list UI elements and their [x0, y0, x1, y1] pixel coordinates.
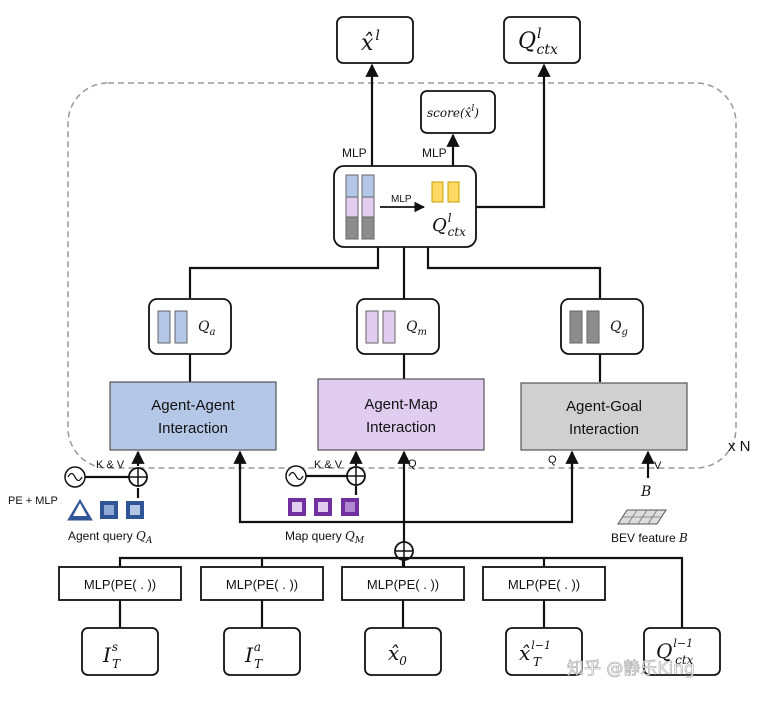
mlp-pe-box-1: MLP(PE( . )) [58, 566, 182, 601]
map-kv-input: K & V [285, 450, 366, 495]
input-box-x0: x̂0 [364, 627, 442, 676]
svg-text:Agent-Map: Agent-Map [364, 396, 437, 413]
agent-query-label: Agent query QA [68, 529, 153, 546]
bottom-sum-node [394, 541, 414, 561]
svg-text:x̂l: x̂l [361, 28, 380, 56]
watermark-text: 知乎 @静乐King [567, 659, 695, 679]
branch-line-qa [188, 247, 380, 298]
mlp-label-right: MLP [422, 146, 447, 160]
svg-text:MLP(PE( . )): MLP(PE( . )) [84, 577, 156, 592]
agent-q-bus-line [238, 452, 574, 524]
svg-text:x̂l−1T: x̂l−1T [519, 639, 551, 669]
query-box-qg: Qg [560, 298, 644, 355]
agent-query-symbols [67, 499, 144, 521]
arrow-to-q-ctx [476, 63, 551, 209]
svg-text:K & V: K & V [314, 459, 343, 471]
svg-text:Interaction: Interaction [569, 421, 639, 438]
mlp-pe-box-4: MLP(PE( . )) [482, 566, 606, 601]
svg-text:Interaction: Interaction [366, 419, 436, 436]
pe-mlp-label: PE + MLP [8, 495, 58, 507]
svg-text:K & V: K & V [96, 459, 125, 471]
bev-feature-label: BEV feature B [611, 531, 688, 545]
query-box-qm: Qm [356, 298, 440, 355]
b-variable: B [640, 484, 651, 500]
v-label-goal: V [654, 460, 662, 472]
q-label-goal: Q [548, 454, 557, 466]
repeat-block-border [67, 82, 737, 469]
svg-text:Qg: Qg [610, 319, 628, 338]
mlp-pe-box-2: MLP(PE( . )) [200, 566, 324, 601]
score-box: score(x̂l) [420, 90, 496, 134]
q-label-map: Q [408, 458, 417, 470]
branch-line-qg [426, 247, 602, 298]
bev-grid-icon [617, 509, 667, 525]
agent-agent-interaction-box: Agent-Agent Interaction [109, 381, 277, 451]
svg-text:Agent-Goal: Agent-Goal [566, 398, 642, 415]
svg-text:MLP(PE( . )): MLP(PE( . )) [367, 577, 439, 592]
mlp-label-center: MLP [391, 194, 412, 205]
map-query-label: Map query QM [285, 529, 365, 546]
agent-goal-interaction-box: Agent-Goal Interaction [520, 382, 688, 451]
svg-text:MLP(PE( . )): MLP(PE( . )) [508, 577, 580, 592]
svg-text:Qm: Qm [406, 319, 427, 338]
query-box-qa: Qa [148, 298, 232, 355]
agent-kv-input: K & V PE + MLP [8, 450, 148, 507]
mlp-label-left: MLP [342, 146, 367, 160]
svg-text:x̂0: x̂0 [388, 641, 407, 668]
agent-map-interaction-box: Agent-Map Interaction [317, 378, 485, 451]
svg-text:score(x̂l): score(x̂l) [427, 104, 479, 120]
svg-text:IsT: IsT [102, 640, 121, 671]
output-x-hat-box: x̂l [336, 16, 414, 64]
svg-text:MLP(PE( . )): MLP(PE( . )) [226, 577, 298, 592]
svg-text:Qa: Qa [198, 319, 215, 338]
svg-text:Interaction: Interaction [158, 420, 228, 437]
svg-text:IaT: IaT [244, 640, 263, 671]
map-query-symbols [288, 498, 359, 516]
bottom-bus-line [118, 556, 684, 628]
repeat-count-label: x N [728, 438, 751, 455]
svg-text:Agent-Agent: Agent-Agent [151, 397, 235, 414]
mlp-pe-box-3: MLP(PE( . )) [341, 566, 465, 601]
